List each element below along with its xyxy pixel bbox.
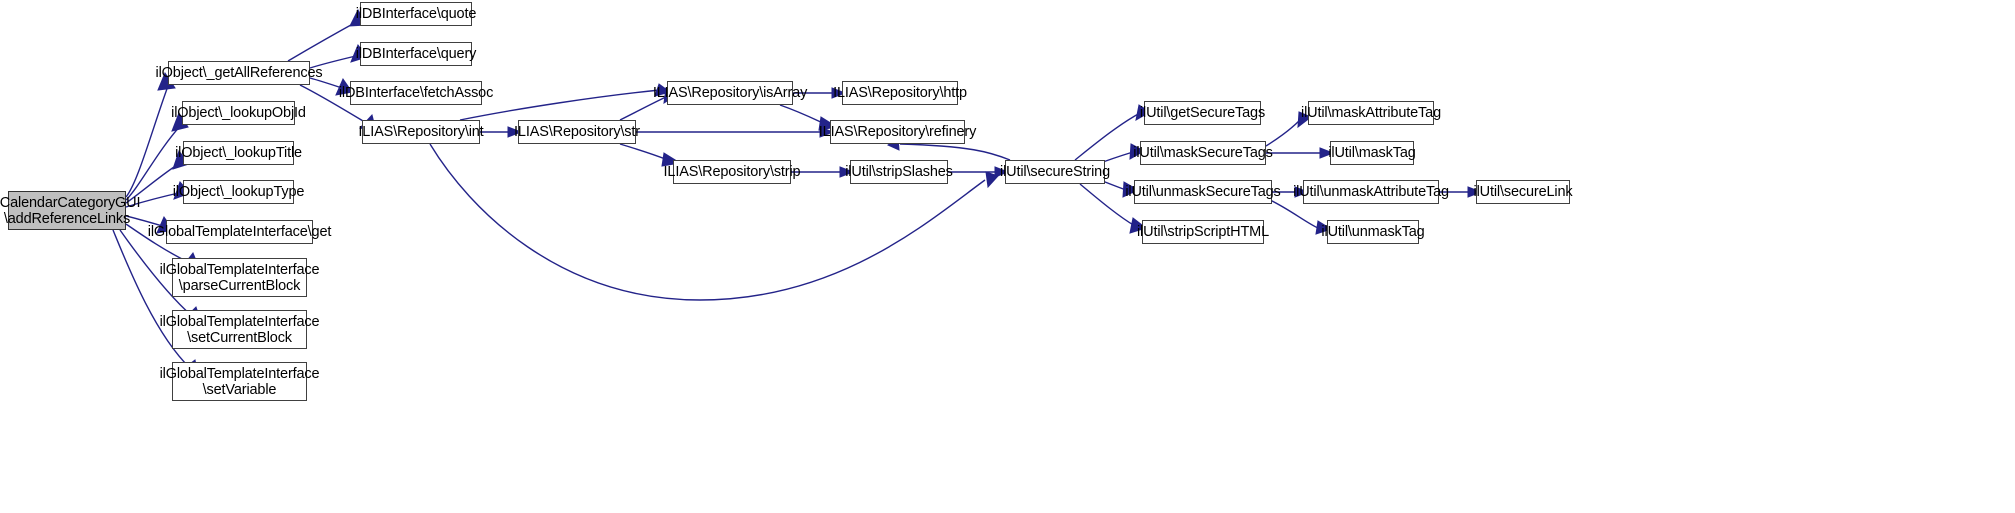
graph-node-repoHttp[interactable]: ILIAS\Repository\http xyxy=(833,81,967,105)
graph-node-root[interactable]: ilCalendarCategoryGUI \addReferenceLinks xyxy=(0,191,141,230)
edge-secureString-to-stripScriptHTML xyxy=(1079,183,1136,227)
arrowhead-secureString-to-unmaskSecureTags xyxy=(1122,181,1140,198)
arrowhead-stripSlashes-to-secureString xyxy=(994,166,1010,178)
graph-node-dbQuote[interactable]: ilDBInterface\quote xyxy=(356,2,476,26)
graph-node-parseCurrentBlock[interactable]: ilGlobalTemplateInterface \parseCurrentB… xyxy=(160,258,320,297)
edge-getAllReferences-to-dbQuote xyxy=(287,19,361,62)
edge-repoStr-to-repoStrip xyxy=(619,143,669,161)
arrowhead-unmaskAttributeTag-to-secureLink xyxy=(1467,186,1483,198)
graph-node-repoIsArray[interactable]: ILIAS\Repository\isArray xyxy=(653,81,807,105)
edge-repoInt-to-repoIsArray xyxy=(459,89,661,121)
graph-node-lookupTitle[interactable]: ilObject\_lookupTitle xyxy=(175,141,302,165)
edge-root-to-setVariable xyxy=(112,229,191,369)
edge-root-to-lookupObjId xyxy=(125,123,183,201)
edge-repoIsArray-to-repoRefinery xyxy=(779,104,826,125)
edge-secureString-to-getSecureTags xyxy=(1074,112,1141,161)
graph-node-tplGet[interactable]: ilGlobalTemplateInterface\get xyxy=(148,220,331,244)
edge-maskSecureTags-to-maskAttributeTag xyxy=(1265,119,1301,147)
arrowhead-maskSecureTags-to-maskTag xyxy=(1319,147,1335,159)
graph-node-maskSecureTags[interactable]: ilUtil\maskSecureTags xyxy=(1133,141,1273,165)
arrowhead-getAllReferences-to-dbFetchAssoc xyxy=(335,77,353,96)
graph-node-getAllReferences[interactable]: ilObject\_getAllReferences xyxy=(156,61,323,85)
arrowhead-unmaskSecureTags-to-unmaskTag xyxy=(1315,220,1333,235)
graph-node-unmaskSecureTags[interactable]: ilUtil\unmaskSecureTags xyxy=(1125,180,1281,204)
arrowhead-repoInt-to-repoStr xyxy=(507,126,523,138)
arrowhead-repoIsArray-to-repoHttp xyxy=(831,87,847,99)
arrowhead-unmaskSecureTags-to-unmaskAttributeTag xyxy=(1294,186,1310,198)
graph-node-lookupObjId[interactable]: ilObject\_lookupObjId xyxy=(171,101,306,125)
graph-node-secureLink[interactable]: ilUtil\secureLink xyxy=(1474,180,1573,204)
edge-secureString-to-repoRefinery xyxy=(899,143,1011,161)
graph-node-setCurrentBlock[interactable]: ilGlobalTemplateInterface \setCurrentBlo… xyxy=(160,310,320,349)
graph-node-unmaskTag[interactable]: ilUtil\unmaskTag xyxy=(1321,220,1425,244)
graph-node-lookupType[interactable]: ilObject\_lookupType xyxy=(173,180,304,204)
arrowhead-repoStrip-to-stripSlashes xyxy=(839,166,855,178)
arrowhead-secureString-to-maskSecureTags xyxy=(1129,143,1146,160)
graph-node-dbFetchAssoc[interactable]: ilDBInterface\fetchAssoc xyxy=(339,81,493,105)
graph-node-secureString[interactable]: ilUtil\secureString xyxy=(1000,160,1110,184)
graph-node-setVariable[interactable]: ilGlobalTemplateInterface \setVariable xyxy=(160,362,320,401)
graph-node-repoInt[interactable]: ILIAS\Repository\int xyxy=(358,120,484,144)
graph-node-repoRefinery[interactable]: ILIAS\Repository\refinery xyxy=(819,120,976,144)
edge-repoInt-to-secureString xyxy=(429,143,986,301)
graph-node-repoStr[interactable]: ILIAS\Repository\str xyxy=(514,120,640,144)
graph-node-unmaskAttributeTag[interactable]: ilUtil\unmaskAttributeTag xyxy=(1293,180,1449,204)
graph-node-maskTag[interactable]: ilUtil\maskTag xyxy=(1328,141,1416,165)
graph-node-getSecureTags[interactable]: ilUtil\getSecureTags xyxy=(1140,101,1265,125)
edge-root-to-getAllReferences xyxy=(125,85,169,198)
graph-node-maskAttributeTag[interactable]: ilUtil\maskAttributeTag xyxy=(1301,101,1441,125)
graph-node-stripSlashes[interactable]: ilUtil\stripSlashes xyxy=(845,160,953,184)
graph-node-dbQuery[interactable]: ilDBInterface\query xyxy=(356,42,476,66)
graph-node-stripScriptHTML[interactable]: ilUtil\stripScriptHTML xyxy=(1137,220,1269,244)
graph-node-repoStrip[interactable]: ILIAS\Repository\strip xyxy=(664,160,801,184)
arrowhead-maskSecureTags-to-maskAttributeTag xyxy=(1297,111,1312,129)
edge-root-to-setCurrentBlock xyxy=(119,229,193,317)
